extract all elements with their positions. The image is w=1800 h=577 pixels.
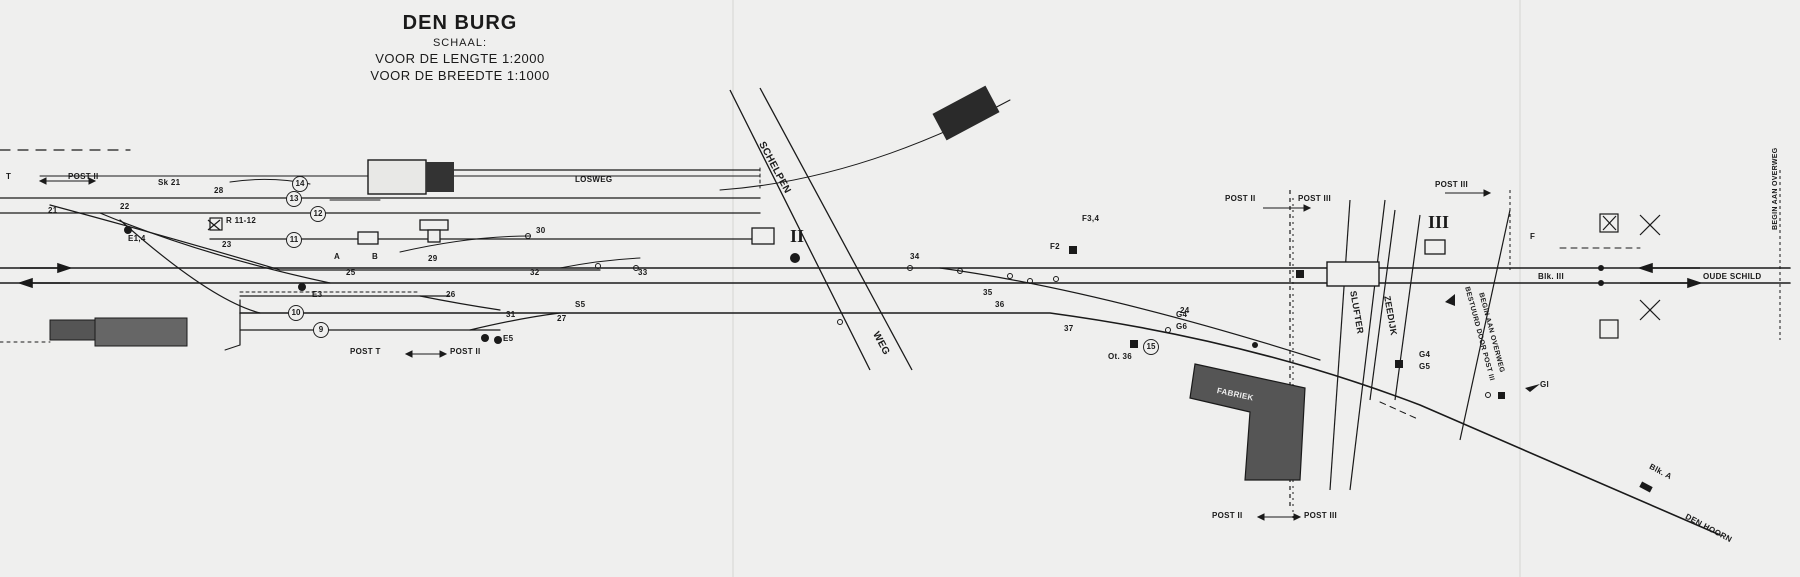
scale-label: SCHAAL: [432, 37, 488, 49]
switch-number: 23 [222, 240, 232, 249]
title-block: DEN BURG SCHAAL: VOOR DE LENGTE 1:2000 V… [330, 12, 590, 83]
switch-number: 25 [346, 268, 356, 277]
track-number: 9 [313, 322, 329, 338]
switch-number: 26 [446, 290, 456, 299]
switch-markers [525, 233, 1491, 398]
length-scale: VOOR DE LENGTE 1:2000 [375, 51, 545, 66]
crossing-marks [207, 214, 1661, 321]
signal-box-iii: III [1428, 212, 1450, 232]
post-label-ii-bottom: POST II [450, 347, 481, 356]
signal-label: G5 [1419, 362, 1431, 371]
switch-number: 27 [557, 314, 567, 323]
signal-label: Gl [1540, 380, 1550, 389]
signal-label: S5 [575, 300, 586, 309]
signal-label: B [372, 252, 379, 261]
signal-label: Sk 21 [158, 178, 181, 187]
switch-number: 28 [214, 186, 224, 195]
signals [124, 226, 1653, 493]
signal-label: G4 [1419, 350, 1431, 359]
track-number: 11 [286, 232, 302, 248]
switch-number: 33 [638, 268, 648, 277]
switch-number: 32 [530, 268, 540, 277]
post-label-ii-top: POST II [68, 172, 99, 181]
track-number: 10 [288, 305, 304, 321]
main-tracks [0, 99, 1791, 536]
signal-label: R 11-12 [226, 216, 257, 225]
signal-label: F [1530, 232, 1536, 241]
signal-label: A [334, 252, 341, 261]
track-number: 15 [1143, 339, 1159, 355]
post-label-iii-mid: POST III [1298, 194, 1332, 203]
width-scale: VOOR DE BREEDTE 1:1000 [370, 68, 550, 83]
post-label-t-bottom: POST T [350, 347, 381, 356]
signal-box-ii: II [790, 226, 805, 246]
block-iii-label: Blk. III [1538, 272, 1564, 281]
schelpenweg-road [729, 87, 913, 371]
switch-number: 21 [48, 206, 58, 215]
post-label-iii-top: POST III [1435, 180, 1469, 189]
post-boundaries [1292, 170, 1781, 520]
buildings [49, 85, 1619, 481]
switch-number: 22 [120, 202, 130, 211]
signal-label: Ot. 36 [1108, 352, 1133, 361]
switch-number: 24 [1180, 306, 1190, 315]
road-label-losweg: LOSWEG [575, 175, 613, 184]
signal-label: F2 [1050, 242, 1060, 251]
signal-label: E1,4 [128, 234, 146, 243]
post-label-iii-lower: POST III [1304, 511, 1338, 520]
post-label-ii-lower: POST II [1212, 511, 1243, 520]
arrows [17, 262, 1703, 289]
track-number: 12 [310, 206, 326, 222]
direction-oude-schild: OUDE SCHILD [1703, 272, 1762, 281]
note-begin-overweg: BEGIN AAN OVERWEG [1772, 147, 1779, 231]
post-label-ii-mid: POST II [1225, 194, 1256, 203]
switch-number: 36 [995, 300, 1005, 309]
signal-label: E5 [503, 334, 514, 343]
post-arrows [38, 177, 1492, 521]
switch-number: 34 [910, 252, 920, 261]
signal-label: G6 [1176, 322, 1188, 331]
switch-number: 30 [536, 226, 546, 235]
track-number: 14 [292, 176, 308, 192]
switch-number: 35 [983, 288, 993, 297]
switch-number: 31 [506, 310, 516, 319]
post-label-t-top: T [6, 172, 12, 181]
switch-number: 37 [1064, 324, 1074, 333]
track-number: 13 [286, 191, 302, 207]
signal-label: G4 [1176, 310, 1188, 319]
slufter-zeedijk-road [1289, 190, 1511, 510]
signal-label: F3,4 [1082, 214, 1100, 223]
switch-number: 29 [428, 254, 438, 263]
station-name: DEN BURG [402, 12, 518, 34]
signal-label: E3 [312, 290, 323, 299]
